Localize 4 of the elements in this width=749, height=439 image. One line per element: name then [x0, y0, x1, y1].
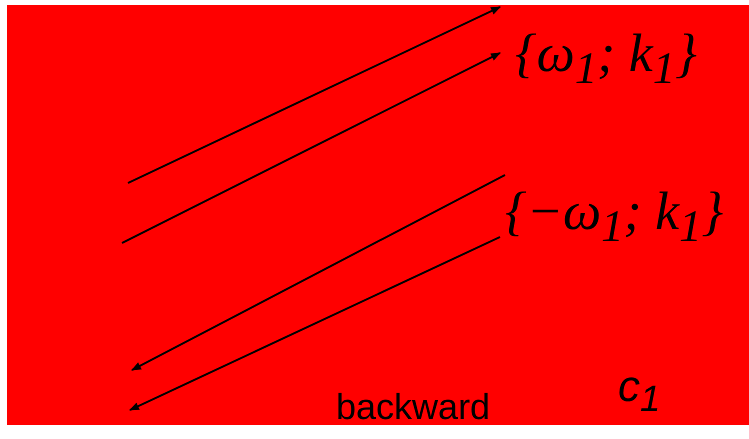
wave-vector-label: {−ω$_{1}$; k$_{1}$}	[505, 180, 724, 252]
medium-label: c$_{1}$	[618, 362, 660, 420]
direction-label: backward	[336, 386, 490, 428]
wave-vector-label: {ω$_{1}$; k$_{1}$}	[515, 22, 697, 94]
